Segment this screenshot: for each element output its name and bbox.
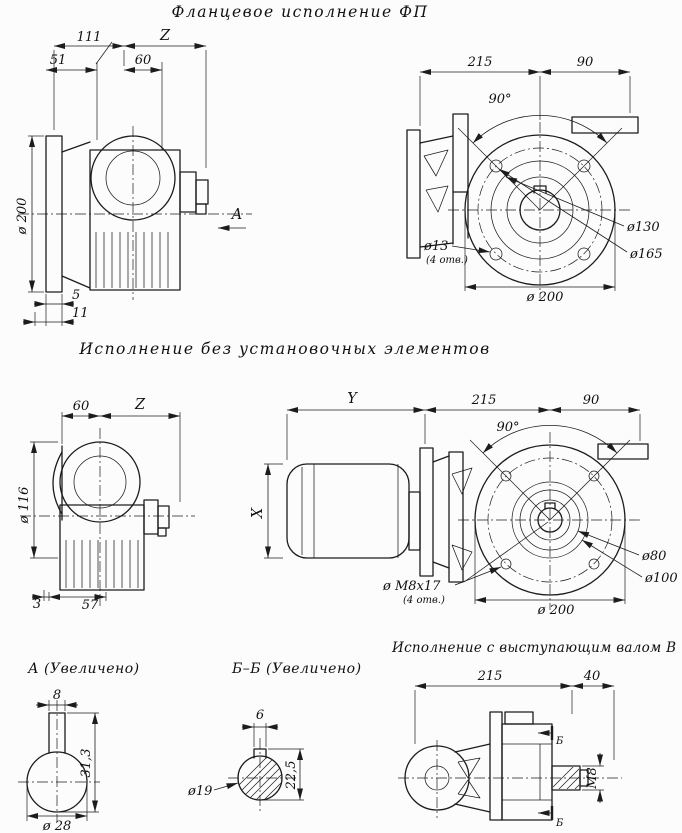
worm-wheel-boss: [404, 745, 470, 811]
bolt-circle: [487, 457, 613, 583]
circle-130: [490, 160, 590, 260]
dim-11-label: 11: [72, 306, 89, 321]
bolt-hole: [489, 159, 503, 173]
bolt-hole: [500, 558, 512, 570]
dim-d165-label: ø165: [629, 247, 663, 262]
shaft-bore: [537, 507, 563, 533]
view-flange-front: 90° 215 90 ø13 (4 отв.) ø130 ø165 ø 200: [406, 55, 663, 305]
shaft-bore: [519, 189, 561, 231]
subtitle-no-mounting: Исполнение без установочных элементов: [78, 340, 490, 358]
dim-215-label: 215: [477, 669, 503, 684]
dim-d80-label: ø80: [641, 549, 666, 564]
dim-51-label: 51: [50, 53, 67, 68]
dim-6-label: 6: [256, 708, 264, 723]
subtitle-shaft-b: Исполнение с выступающим валом В: [391, 640, 676, 656]
holes-note: (4 отв.): [403, 595, 445, 606]
dim-m8-label: М8: [585, 767, 600, 790]
dim-215-label: 215: [467, 55, 493, 70]
gearbox-body: [89, 149, 181, 291]
output-shaft-step1: [143, 499, 159, 535]
section-b2-label: Б: [555, 818, 564, 829]
shaft-end-circle: [26, 751, 88, 813]
dim-90-label: 90: [577, 55, 594, 70]
dim-3-label: 3: [33, 597, 41, 612]
mount-plate-1: [406, 129, 421, 259]
dim-d200-label: ø 200: [537, 603, 575, 618]
dim-57-label: 57: [82, 598, 99, 613]
dim-5-label: 5: [72, 288, 80, 303]
shaft-end: [579, 769, 589, 787]
bolt-hole: [577, 159, 591, 173]
bolt-hole: [588, 470, 600, 482]
view-shaft-b: Исполнение с выступающим валом В 215 40: [391, 640, 676, 829]
detail-b-title: Б–Б (Увеличено): [231, 661, 362, 677]
mount-plate-2: [448, 451, 464, 583]
view-a-label: А: [231, 207, 243, 223]
detail-a: А (Увеличено) 8 31,3 ø 28: [18, 661, 140, 833]
circle-100: [511, 481, 589, 559]
mount-plate-1: [419, 447, 434, 577]
dim-d200-front-label: ø 200: [526, 290, 564, 305]
dim-y-label: Y: [347, 391, 358, 407]
view-plain-front: 90° Y 215 90 X ø М8х17 (4 отв.) ø80 ø100…: [250, 391, 678, 618]
mount-plate-2: [452, 113, 469, 193]
bolt-circle-165: [477, 147, 603, 273]
dim-313-label: 31,3: [79, 749, 94, 778]
section-b1-label: Б: [555, 736, 564, 747]
bore-circle-19: [237, 755, 283, 801]
top-lug: [597, 443, 649, 460]
view-plain-side: 60 Z ø 116 3 57: [17, 397, 195, 613]
gearbox-body: [59, 504, 145, 591]
dim-d200-label: ø 200: [15, 198, 30, 236]
motor-body: [286, 463, 410, 559]
output-shaft-step2: [195, 179, 209, 205]
detail-b: Б–Б (Увеличено) 6 ø19 22,5: [187, 661, 362, 812]
keyway: [533, 185, 547, 194]
dim-225-label: 22,5: [284, 761, 299, 791]
circle-80: [519, 489, 581, 551]
cooling-ribs: [65, 540, 139, 588]
bolt-hole: [500, 470, 512, 482]
keyway-slot: [253, 748, 267, 759]
dim-215-label: 215: [471, 393, 497, 408]
output-shaft-step2: [157, 505, 170, 529]
main-title: Фланцевое исполнение ФП: [171, 3, 428, 21]
dim-d19-label: ø19: [187, 784, 212, 799]
dim-8-label: 8: [53, 688, 61, 703]
shaft-hatching: [553, 767, 579, 789]
angle-90-label: 90°: [488, 92, 511, 107]
dim-60-label: 60: [135, 53, 152, 68]
output-shaft-step1: [179, 171, 197, 213]
dim-x-label: X: [250, 507, 266, 519]
dim-90-label: 90: [583, 393, 600, 408]
dim-z-label: Z: [134, 397, 146, 413]
top-boss: [59, 441, 141, 523]
dim-111-label: 111: [77, 30, 102, 45]
keyway: [544, 502, 556, 510]
dim-40-label: 40: [583, 669, 601, 684]
housing: [501, 723, 553, 821]
cooling-ribs: [95, 232, 169, 288]
dim-d28-label: ø 28: [42, 819, 72, 833]
dim-60-label: 60: [73, 399, 90, 414]
dim-d130-label: ø130: [626, 220, 660, 235]
dim-d13-label: ø13: [423, 239, 448, 254]
view-flange-side: 111 Z 51 60 ø 200 5 11 А: [15, 28, 252, 326]
bolt-hole: [577, 247, 591, 261]
detail-a-title: А (Увеличено): [27, 661, 140, 677]
dim-z-label: Z: [159, 28, 171, 44]
bolt-hole: [588, 558, 600, 570]
dim-d116-label: ø 116: [17, 487, 32, 525]
bolt-hole: [489, 247, 503, 261]
angle-90-label: 90°: [496, 420, 519, 435]
top-boss: [90, 135, 176, 221]
dim-d100-label: ø100: [644, 571, 678, 586]
flange-plate: [45, 135, 63, 293]
dim-m8x17-label: ø М8х17: [382, 579, 441, 594]
mount-plate: [489, 711, 503, 821]
holes-note: (4 отв.): [426, 255, 468, 266]
